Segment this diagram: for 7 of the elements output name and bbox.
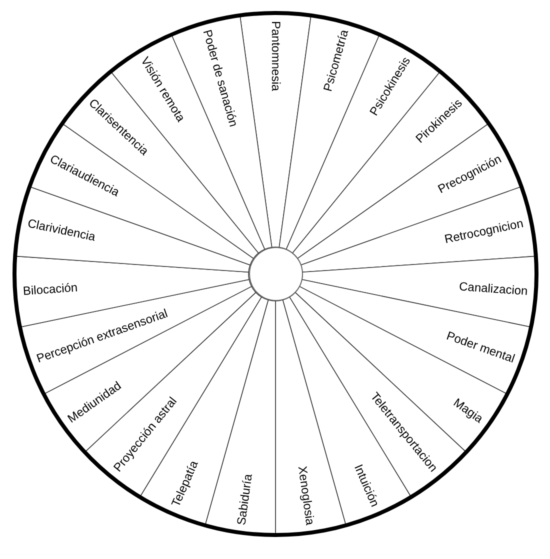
- segment-label: Xenoglosia: [295, 464, 318, 526]
- segment-label: Poder mental: [444, 328, 517, 366]
- segment-label: Canalizacion: [458, 280, 528, 298]
- segment-label: Pantomnesia: [268, 21, 282, 92]
- segment-label: Sabiduría: [234, 472, 255, 526]
- segment-label: Bilocación: [22, 280, 78, 298]
- segment-label: Poder de sanación: [200, 28, 241, 129]
